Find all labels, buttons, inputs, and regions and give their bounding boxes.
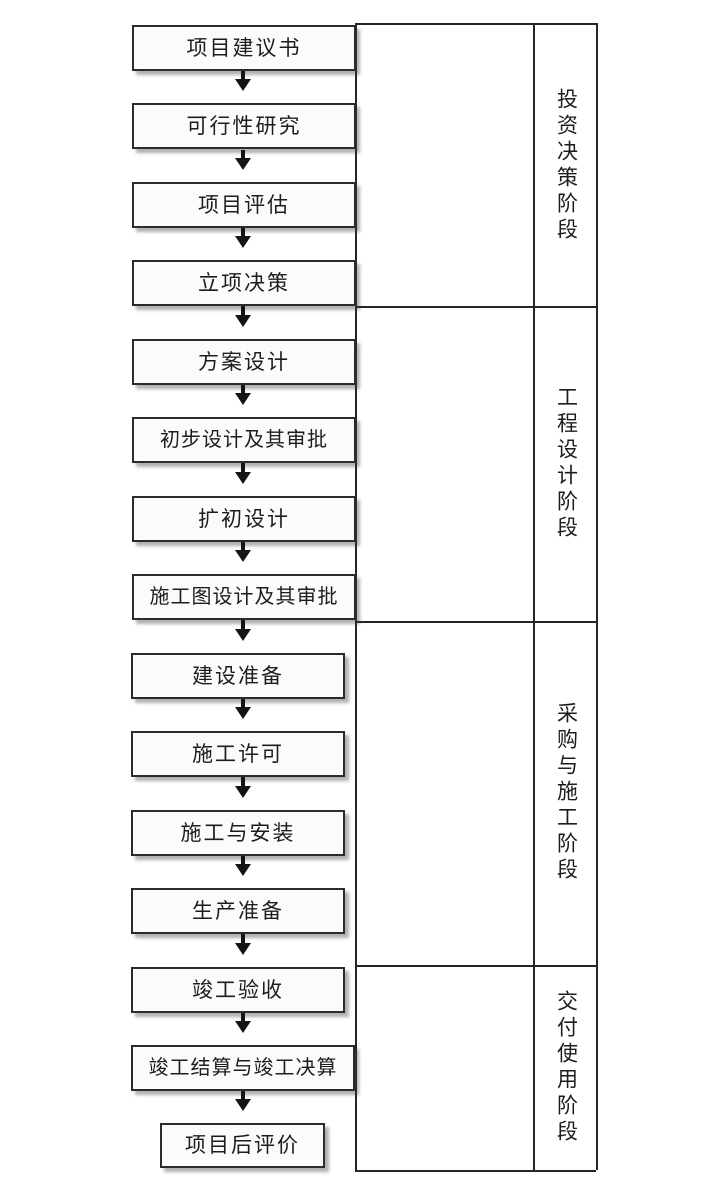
- phase-label: 采购与施工阶段: [554, 702, 579, 884]
- process-node-label: 生产准备: [192, 898, 284, 923]
- arrow-n8-to-n9: [241, 620, 245, 630]
- process-node-n10[interactable]: 施工许可: [131, 731, 345, 777]
- frame-bottom-border: [355, 1170, 596, 1172]
- process-node-label: 项目建议书: [186, 35, 302, 60]
- process-node-n11[interactable]: 施工与安装: [131, 810, 345, 856]
- process-node-n14[interactable]: 竣工结算与竣工决算: [131, 1045, 355, 1091]
- process-node-n5[interactable]: 方案设计: [132, 339, 356, 385]
- process-node-label: 建设准备: [192, 663, 284, 688]
- arrow-n13-to-n14: [241, 1013, 245, 1022]
- process-node-label: 施工许可: [192, 741, 284, 766]
- process-node-n2[interactable]: 可行性研究: [132, 103, 356, 149]
- process-node-n15[interactable]: 项目后评价: [160, 1123, 325, 1168]
- arrow-n1-to-n2: [241, 71, 245, 80]
- phase-divider-1: [355, 306, 596, 308]
- arrow-n11-to-n12: [241, 856, 245, 865]
- process-node-n8[interactable]: 施工图设计及其审批: [132, 574, 356, 620]
- process-node-n12[interactable]: 生产准备: [131, 888, 345, 934]
- process-node-label: 扩初设计: [198, 506, 290, 531]
- phase-divider-2: [355, 621, 596, 623]
- process-node-n13[interactable]: 竣工验收: [131, 967, 345, 1013]
- arrow-n5-to-n6: [241, 385, 245, 394]
- process-node-label: 竣工验收: [192, 977, 284, 1002]
- process-node-label: 竣工结算与竣工决算: [148, 1057, 338, 1079]
- frame-left-column-border: [355, 23, 357, 1170]
- process-node-label: 施工与安装: [180, 820, 296, 845]
- process-node-n4[interactable]: 立项决策: [132, 260, 356, 306]
- frame-right-border: [596, 23, 598, 1170]
- phase-cell-p1: 投资决策阶段: [537, 25, 595, 306]
- arrow-n4-to-n5: [241, 306, 245, 316]
- process-node-n6[interactable]: 初步设计及其审批: [132, 417, 356, 463]
- process-node-label: 施工图设计及其审批: [149, 586, 339, 608]
- arrow-n6-to-n7: [241, 463, 245, 473]
- phase-cell-p4: 交付使用阶段: [537, 965, 595, 1170]
- arrow-n10-to-n11: [241, 777, 245, 787]
- process-node-n3[interactable]: 项目评估: [132, 182, 356, 228]
- arrow-n9-to-n10: [241, 699, 245, 708]
- phase-label: 投资决策阶段: [554, 87, 579, 244]
- process-node-label: 初步设计及其审批: [160, 429, 328, 451]
- process-node-label: 项目评估: [198, 192, 290, 217]
- process-node-n9[interactable]: 建设准备: [131, 653, 345, 699]
- process-node-label: 方案设计: [198, 349, 290, 374]
- frame-top-border: [355, 23, 596, 25]
- arrow-n2-to-n3: [241, 150, 245, 159]
- frame-middle-column-border: [533, 23, 535, 1170]
- arrow-n14-to-n15: [241, 1091, 245, 1100]
- phase-label: 交付使用阶段: [554, 989, 579, 1146]
- process-node-label: 立项决策: [198, 270, 290, 295]
- process-node-label: 项目后评价: [185, 1133, 300, 1157]
- arrow-n12-to-n13: [241, 934, 245, 944]
- process-node-label: 可行性研究: [186, 113, 302, 138]
- arrow-n7-to-n8: [241, 542, 245, 551]
- phase-label: 工程设计阶段: [554, 385, 579, 542]
- phase-cell-p2: 工程设计阶段: [537, 306, 595, 621]
- process-node-n1[interactable]: 项目建议书: [132, 25, 356, 71]
- process-node-n7[interactable]: 扩初设计: [132, 496, 356, 542]
- phase-cell-p3: 采购与施工阶段: [537, 621, 595, 965]
- phase-divider-3: [355, 965, 596, 967]
- arrow-n3-to-n4: [241, 228, 245, 237]
